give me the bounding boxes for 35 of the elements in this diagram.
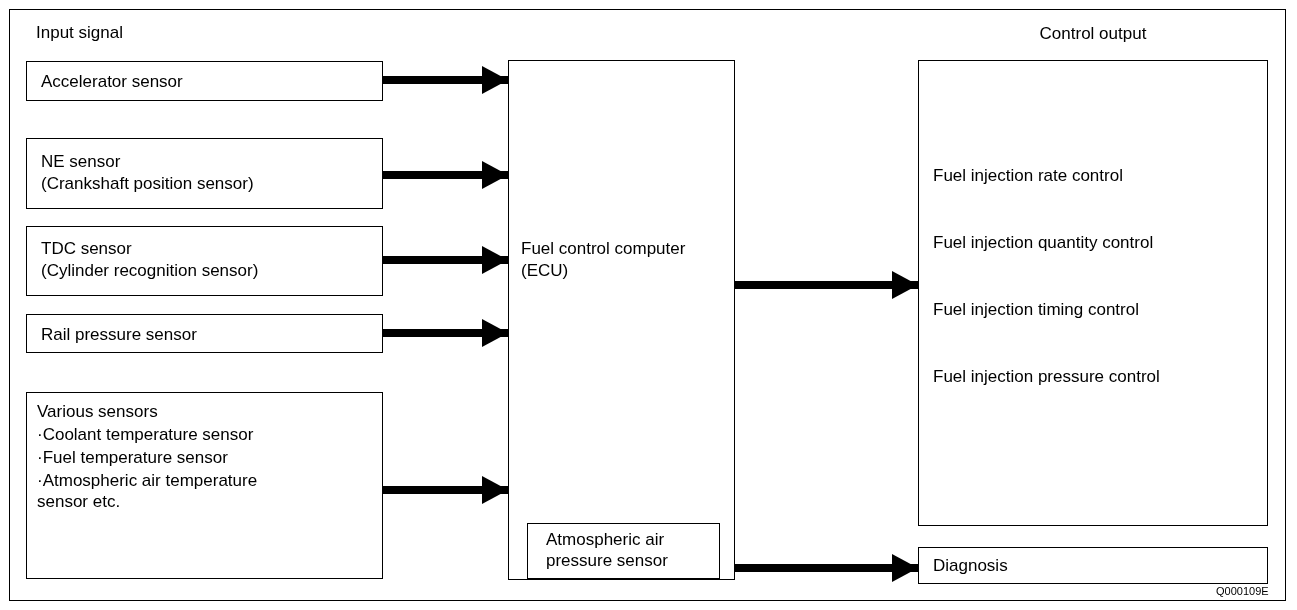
node-text: (ECU) — [521, 260, 569, 281]
node-text: Fuel injection timing control — [933, 299, 1139, 320]
sensor-box — [26, 226, 383, 296]
node-text: Diagnosis — [933, 555, 1008, 576]
node-text: NE sensor — [41, 151, 121, 172]
node-text: Atmospheric air pressure sensor — [546, 529, 669, 571]
column-heading: Input signal — [36, 23, 123, 43]
node-text: (Cylinder recognition sensor) — [41, 260, 259, 281]
node-text: Fuel injection quantity control — [933, 232, 1154, 253]
arrow — [383, 476, 508, 504]
node-text: TDC sensor — [41, 238, 132, 259]
node-text: Various sensors — [37, 401, 158, 422]
sensor-box — [26, 61, 383, 101]
arrow — [735, 271, 918, 299]
arrow — [383, 66, 508, 94]
node-text: ·Fuel temperature sensor — [37, 447, 228, 468]
arrow — [735, 554, 918, 582]
sensor-box — [26, 392, 383, 579]
node-text: ·Atmospheric air temperature sensor etc. — [37, 470, 259, 512]
output-box — [918, 547, 1268, 584]
node-text: Fuel injection rate control — [933, 165, 1123, 186]
sensor-box — [527, 523, 720, 579]
node-text: Rail pressure sensor — [41, 324, 197, 345]
column-heading: Control output — [1038, 23, 1148, 44]
ecu-box — [508, 60, 735, 580]
arrow — [383, 161, 508, 189]
sensor-box — [26, 138, 383, 209]
arrow — [383, 319, 508, 347]
node-text: (Crankshaft position sensor) — [41, 173, 254, 194]
node-text: Accelerator sensor — [41, 71, 183, 92]
node-text: ·Coolant temperature sensor — [37, 424, 254, 445]
arrow — [383, 246, 508, 274]
sensor-box — [26, 314, 383, 353]
node-text: Fuel injection pressure control — [933, 366, 1160, 387]
node-text: Fuel control computer — [521, 238, 686, 259]
